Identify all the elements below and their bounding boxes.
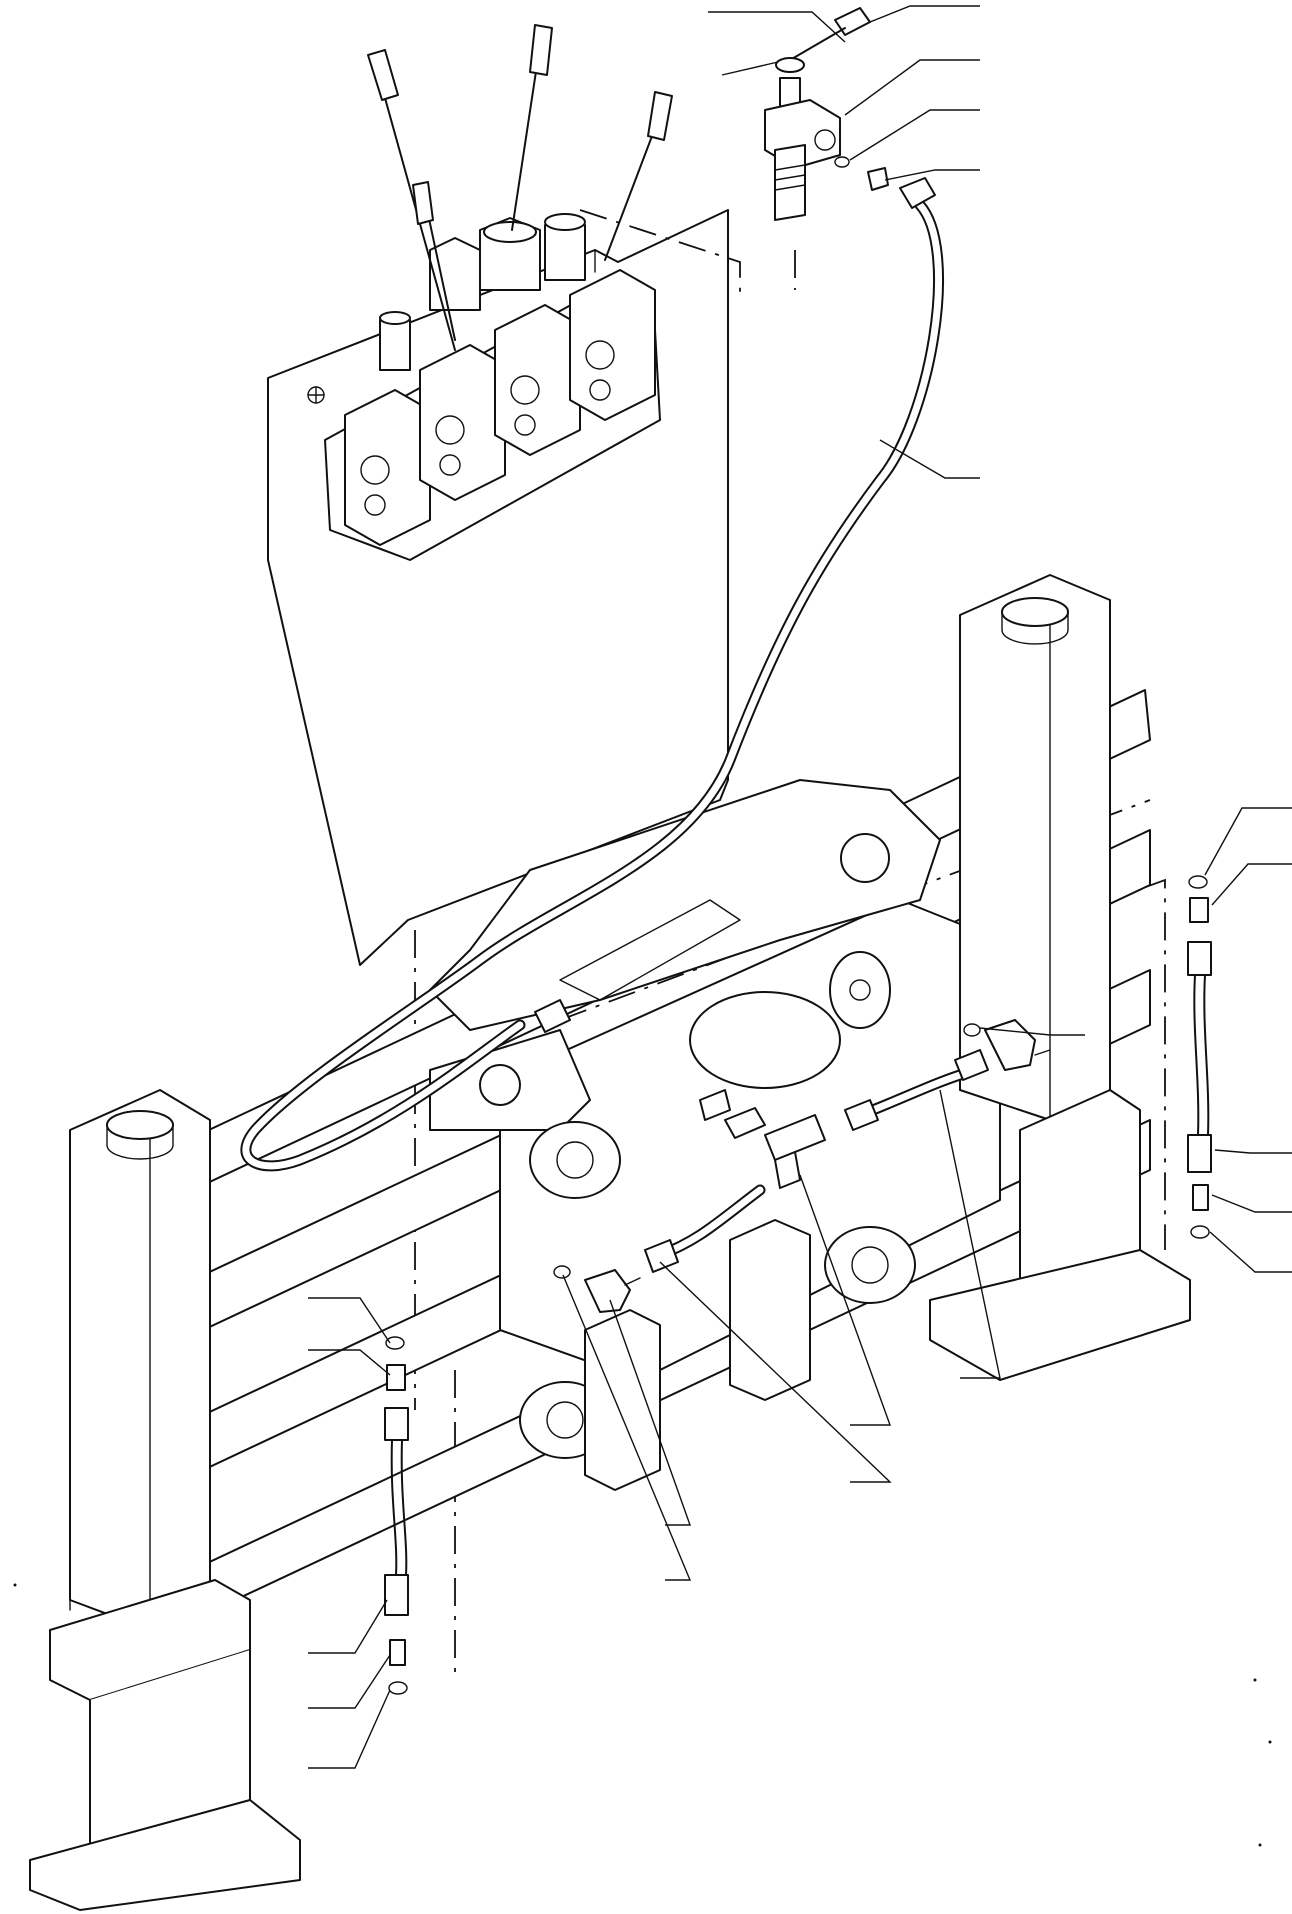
leader-4 (844, 59, 980, 116)
leader-11 (1211, 1194, 1292, 1213)
leader-20 (308, 1349, 391, 1376)
leader-12 (1209, 1231, 1292, 1273)
leader-7 (879, 439, 980, 479)
leader-22 (308, 1654, 391, 1709)
tee-fitting (724, 1107, 766, 1139)
left-fork-upright (29, 1089, 301, 1911)
leader-15 (799, 1174, 891, 1426)
hydraulic-hose-long (240, 177, 945, 1172)
rollers (519, 951, 916, 1491)
right-side-hose (1187, 875, 1212, 1239)
leader-23 (308, 1689, 391, 1769)
leader-21 (308, 1599, 388, 1654)
leader-1 (708, 11, 846, 43)
leader-17 (609, 1299, 691, 1526)
leader-13 (979, 1027, 1085, 1036)
control-levers (367, 24, 673, 351)
leader-6 (884, 169, 980, 181)
leader-19 (308, 1297, 391, 1344)
leader-3 (721, 61, 779, 76)
hand-lever-valve (764, 7, 889, 221)
elbow-left (584, 1269, 631, 1313)
leader-2 (869, 5, 980, 23)
leader-9 (1211, 863, 1292, 906)
right-fork-upright (929, 574, 1191, 1381)
control-valve-bank (324, 213, 661, 561)
leader-5 (849, 109, 980, 161)
leader-18 (562, 1274, 692, 1581)
left-side-hose (384, 1336, 409, 1695)
callout-leaders (308, 5, 1292, 1769)
leader-10 (1214, 1149, 1292, 1154)
valve-spools (344, 269, 656, 546)
leader-8 (1204, 807, 1292, 876)
leader-16 (659, 1261, 892, 1483)
stray-marks (13, 386, 1272, 1847)
leader-14 (939, 1089, 1001, 1379)
